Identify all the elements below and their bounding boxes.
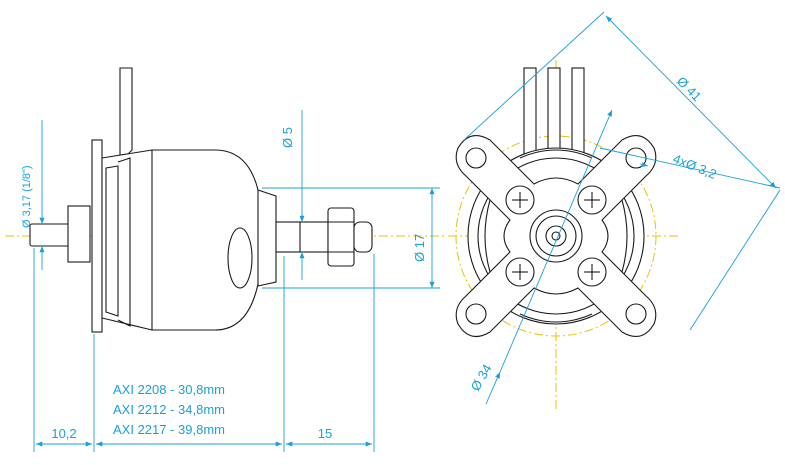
hole-spec-label: 4xØ 3,2 bbox=[671, 151, 719, 182]
adapter-length-label: 15 bbox=[318, 426, 332, 441]
prop-adapter bbox=[275, 221, 329, 253]
screw-tl bbox=[505, 185, 535, 215]
end-bell bbox=[257, 189, 277, 287]
screw-bl bbox=[505, 257, 535, 287]
side-wires bbox=[119, 67, 133, 164]
screw-tr bbox=[577, 185, 607, 215]
mount-hole-tl bbox=[465, 147, 487, 169]
front-wires bbox=[523, 67, 585, 161]
motor-length-2208: AXI 2208 - 30,8mm bbox=[113, 382, 225, 397]
shaft-diameter-label: Ø 3,17 (1/8") bbox=[21, 165, 33, 228]
housing-diameter-label: Ø 17 bbox=[412, 234, 427, 262]
mount-width-label: 10,2 bbox=[51, 426, 76, 441]
adapter-nut bbox=[327, 207, 355, 267]
motor-length-2212: AXI 2212 - 34,8mm bbox=[113, 402, 225, 417]
adapter-tip bbox=[353, 221, 373, 253]
shaft-collar bbox=[67, 205, 91, 263]
motor-length-2217: AXI 2217 - 39,8mm bbox=[113, 422, 225, 437]
side-dimensions: Ø 3,17 (1/8") Ø 5 Ø 17 10,2 AXI 2208 - 3… bbox=[21, 110, 440, 452]
shaft bbox=[29, 223, 75, 247]
screw-br bbox=[577, 257, 607, 287]
adapter-diameter-label: Ø 5 bbox=[280, 127, 295, 148]
mount-plate bbox=[91, 139, 103, 333]
side-view bbox=[5, 67, 445, 333]
bolt-circle-label: Ø 34 bbox=[468, 362, 495, 394]
mount-hole-bl bbox=[465, 303, 487, 325]
front-view bbox=[448, 60, 680, 410]
mount-hole-br bbox=[625, 303, 647, 325]
